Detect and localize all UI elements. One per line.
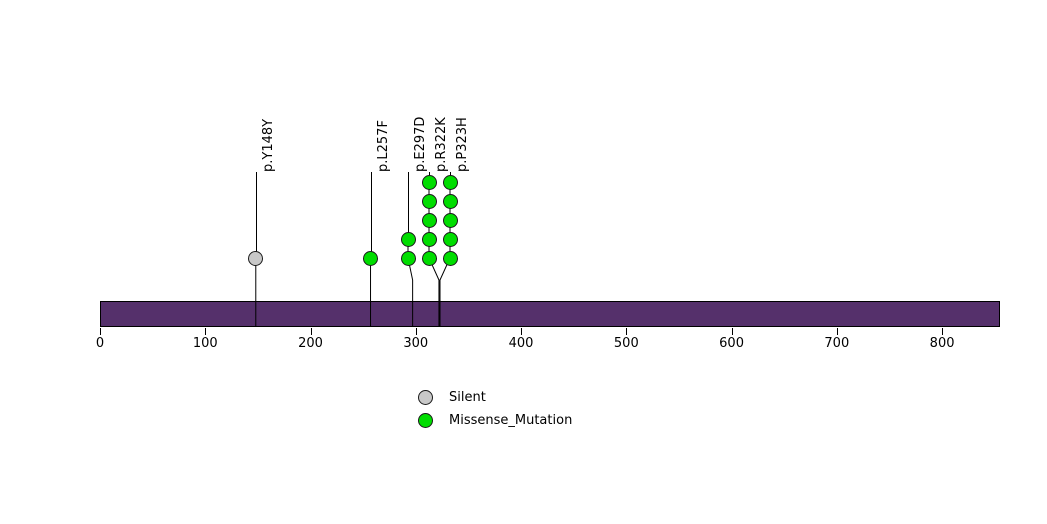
mutation-dot[interactable] — [400, 231, 416, 247]
legend-label: Missense_Mutation — [449, 413, 573, 428]
mutation-dot[interactable] — [363, 250, 379, 266]
mutation-dot[interactable] — [248, 250, 264, 266]
protein-backbone-bar — [100, 301, 1000, 327]
mutation-dot[interactable] — [421, 231, 437, 247]
legend-swatch-silent — [418, 390, 433, 405]
mutation-dot[interactable] — [442, 212, 458, 228]
mutation-dot[interactable] — [421, 250, 437, 266]
lollipop-stem — [408, 172, 409, 239]
mutation-dot[interactable] — [421, 174, 437, 190]
mutation-dot[interactable] — [442, 231, 458, 247]
mutation-dot[interactable] — [442, 250, 458, 266]
legend-swatch-missense_mutation — [418, 413, 433, 428]
legend-item[interactable]: Missense_Mutation — [418, 409, 572, 432]
mutation-dot[interactable] — [442, 174, 458, 190]
mutation-dot[interactable] — [421, 212, 437, 228]
lollipop-stem — [255, 172, 257, 258]
legend-label: Silent — [449, 390, 486, 405]
legend-item[interactable]: Silent — [418, 386, 572, 409]
mutation-dot[interactable] — [442, 193, 458, 209]
mutation-dot[interactable] — [421, 193, 437, 209]
mutation-label: p.P323H — [455, 117, 470, 172]
mutation-dot[interactable] — [400, 250, 416, 266]
lollipop-stem — [370, 172, 372, 258]
